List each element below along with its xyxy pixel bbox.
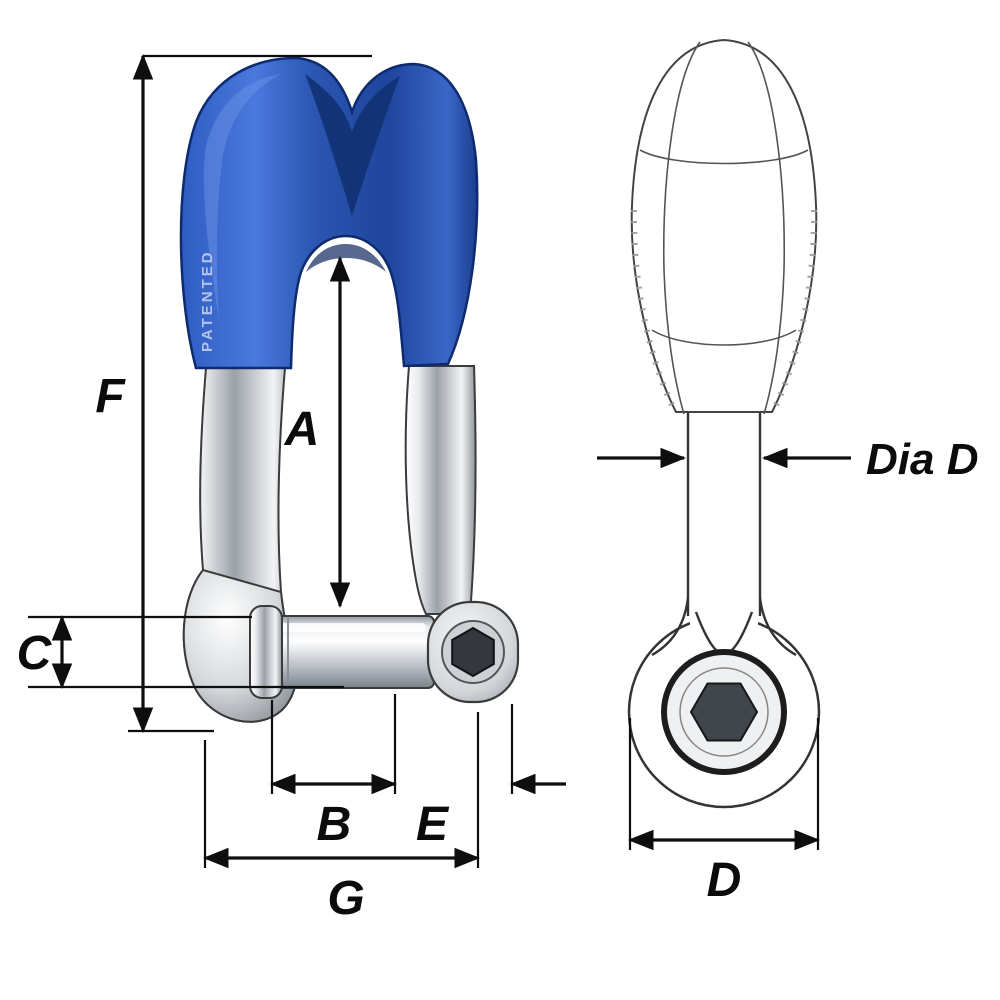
teardrop-latitude-upper (639, 149, 809, 165)
dimensions: F A C B E (17, 53, 978, 925)
dim-label-E: E (416, 798, 450, 851)
dim-C: C (17, 614, 344, 690)
shank-shoulder-left (651, 597, 690, 657)
dim-A: A (284, 255, 351, 609)
dim-label-D: D (707, 854, 742, 907)
dim-label-G: G (327, 872, 364, 925)
dim-label-A: A (284, 403, 320, 456)
shank-shoulder-right (758, 597, 797, 657)
dim-label-dia-d: Dia D (866, 435, 978, 484)
pin-flange (249, 605, 283, 699)
dim-label-B: B (317, 798, 352, 851)
teardrop-meridian-left (662, 41, 701, 415)
shackle-right-leg (404, 365, 477, 615)
side-view (627, 38, 821, 809)
side-head-mid-ring (679, 667, 769, 757)
side-hex-socket-icon (689, 682, 759, 742)
dim-dia-d: Dia D (597, 435, 978, 484)
thimble-highlight (203, 74, 281, 320)
dim-B: B (269, 694, 398, 851)
teardrop-meridian-right (747, 41, 786, 415)
dim-label-C: C (17, 627, 53, 680)
dim-E: E (416, 704, 566, 851)
pin-highlight (268, 623, 426, 632)
teardrop-latitude-lower (651, 329, 797, 346)
teardrop-profile (630, 38, 818, 413)
dim-D: D (627, 718, 821, 907)
thimble-saddle-shadow (305, 74, 400, 216)
dim-label-F: F (95, 370, 126, 423)
shank-mask (690, 600, 758, 656)
front-view: PATENTED (179, 56, 520, 723)
thimble-cap (179, 56, 479, 370)
hex-socket-icon (451, 626, 495, 678)
dim-F: F (95, 53, 372, 734)
dim-G: G (202, 712, 481, 925)
patented-text: PATENTED (199, 249, 216, 352)
